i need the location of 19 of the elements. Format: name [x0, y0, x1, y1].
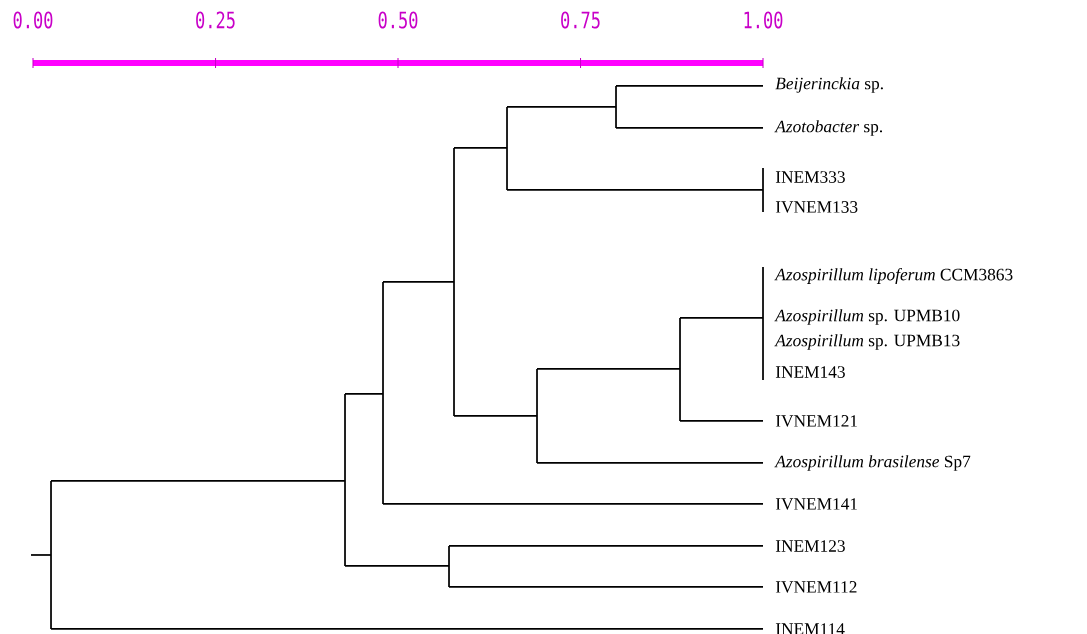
scale-tick-label: 0.50	[378, 11, 418, 29]
species-label: IVNEM141	[775, 498, 858, 510]
species-label: Beijerinckia sp.	[775, 77, 883, 93]
species-label: Azospirillum sp. UPMB10	[774, 309, 960, 325]
species-label: IVNEM133	[775, 201, 858, 213]
species-label: Azospirillum sp. UPMB13	[774, 334, 960, 350]
species-label: Azotobacter sp.	[774, 120, 883, 136]
species-label: INEM333	[775, 171, 845, 183]
species-label: INEM114	[775, 623, 845, 634]
species-label: IVNEM121	[775, 415, 858, 427]
species-label: INEM143	[775, 366, 845, 378]
scale-tick-label: 1.00	[744, 11, 783, 29]
species-label: IVNEM112	[775, 581, 857, 593]
scale-tick-label: 0.25	[196, 11, 235, 29]
species-label: INEM123	[775, 540, 845, 552]
scale-tick-label: 0.00	[13, 11, 53, 29]
species-label: Azospirillum brasilense Sp7	[774, 455, 971, 471]
scale-tick-label: 0.75	[561, 11, 600, 29]
species-label: Azospirillum lipoferum CCM3863	[774, 268, 1013, 284]
